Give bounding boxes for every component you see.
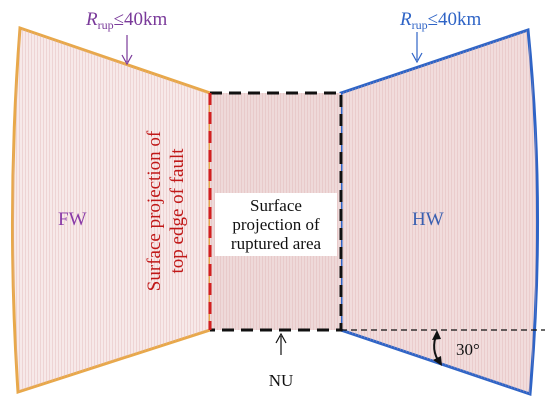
rrup-left-label: Rrup≤40km — [85, 9, 168, 32]
ruptured-label-line3: ruptured area — [231, 234, 322, 253]
angle-arrow-bottom — [433, 356, 442, 366]
hw-label: HW — [412, 209, 444, 230]
svg-text:top edge of fault: top edge of fault — [167, 148, 188, 274]
ruptured-area-border — [210, 91, 343, 332]
ruptured-label-line1: Surface — [250, 196, 302, 215]
angle-arrow-top — [432, 330, 441, 340]
hangingwall-hatch — [341, 30, 538, 394]
angle-label: 30° — [456, 340, 480, 359]
svg-text:Surface projection of: Surface projection of — [144, 130, 165, 291]
nu-arrowhead — [275, 332, 287, 344]
ruptured-label-box — [215, 193, 337, 256]
rrup-left-arrowhead — [121, 54, 133, 66]
top-edge-label: Surface projection of top edge of fault — [144, 130, 188, 291]
nu-label: NU — [269, 371, 294, 390]
fw-label: FW — [58, 209, 87, 230]
ruptured-label-line2: projection of — [232, 215, 320, 234]
rrup-right-arrowhead — [411, 52, 423, 64]
rrup-right-label: Rrup≤40km — [399, 9, 482, 32]
footwall-hatch — [12, 28, 211, 392]
